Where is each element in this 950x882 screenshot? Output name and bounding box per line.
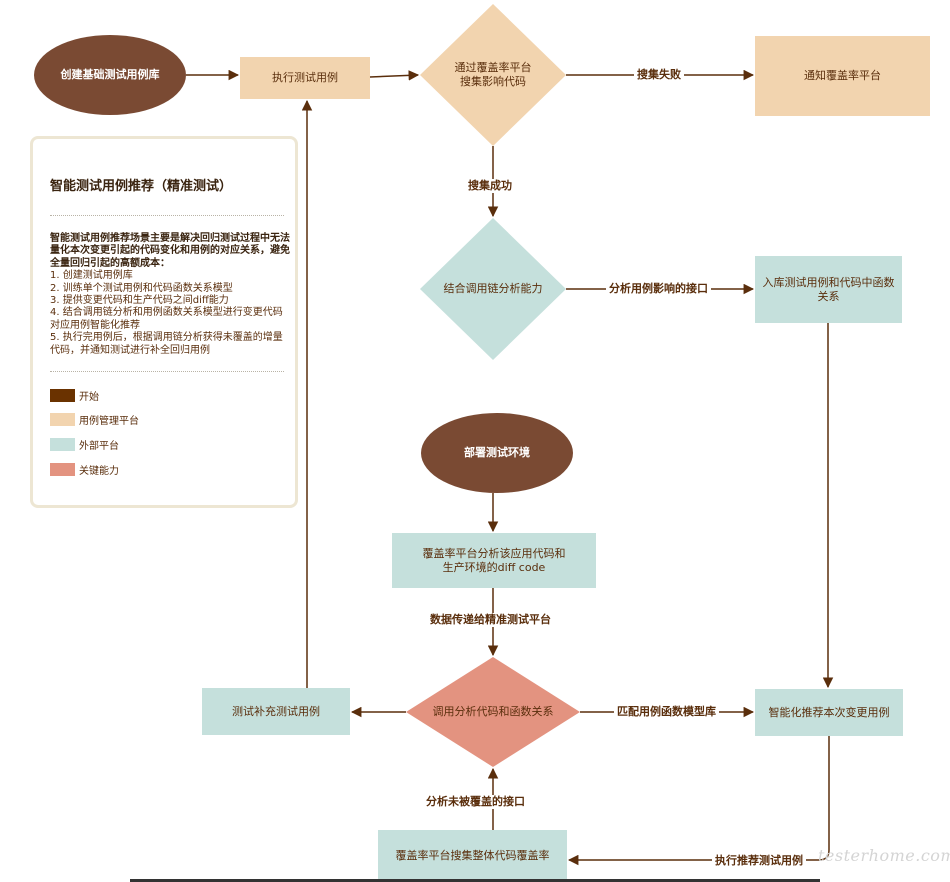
legend-step: 2. 训练单个测试用例和代码函数关系模型 (50, 282, 233, 294)
node-shape-smart-recommend (755, 689, 903, 736)
node-call-chain-analysis: 结合调用链分析能力 (443, 282, 543, 295)
node-shape-create-case-library (34, 35, 186, 115)
edge-execute-to-collect (369, 70, 420, 81)
legend-step: 1. 创建测试用例库 (50, 270, 133, 282)
node-smart-recommend-cases: 智能化推荐本次变更用例 (768, 705, 890, 719)
legend-step: 5. 执行完用例后，根据调用链分析获得未覆盖的增量代码，并通知测试进行补全回归用… (50, 332, 283, 356)
node-shape-analyze-code-function (406, 657, 580, 767)
node-notify-coverage-platform: 通知覆盖率平台 (804, 69, 881, 82)
node-shape-notify-coverage-platform (755, 36, 930, 116)
legend-description-lead: 智能测试用例推荐场景主要是解决回归测试过程中无法量化本次变更引起的代码变化和用例… (50, 233, 290, 269)
node-analyze-code-function: 调用分析代码和函数关系 (432, 705, 554, 718)
legend-label-start: 开始 (79, 391, 99, 403)
edge-label-analyze-uncovered: 分析未被覆盖的接口 (423, 795, 528, 809)
legend-description: 智能测试用例推荐场景主要是解决回归测试过程中无法量化本次变更引起的代码变化和用例… (50, 233, 290, 357)
edge-label-data-to-precise-platform: 数据传递给精准测试平台 (427, 613, 554, 627)
edge-label-collect-failed: 搜集失败 (634, 68, 684, 82)
node-coverage-diff-analysis: 覆盖率平台分析该应用代码和 生产环境的diff code (422, 546, 566, 574)
legend-divider-top (50, 215, 284, 216)
legend-label-external: 外部平台 (79, 440, 119, 452)
legend-step: 4. 结合调用链分析和用例函数关系模型进行变更代码对应用例智能化推荐 (50, 307, 283, 331)
node-collect-overall-coverage: 覆盖率平台搜集整体代码覆盖率 (395, 849, 550, 862)
node-shape-supplement-cases (202, 688, 350, 735)
edge-label-collect-success: 搜集成功 (465, 179, 515, 193)
edge-label-match-function-model: 匹配用例函数模型库 (614, 705, 719, 719)
node-deploy-test-env: 部署测试环境 (464, 446, 530, 459)
node-shape-deploy-test-env (421, 413, 573, 493)
legend-item-start: 开始 (50, 388, 99, 403)
node-shape-call-chain-analysis (420, 218, 566, 360)
legend-item-platform: 用例管理平台 (50, 412, 139, 427)
legend-item-key: 关键能力 (50, 462, 119, 477)
legend-swatch-start (50, 388, 75, 402)
edge-recommend-to-overall (567, 736, 830, 866)
legend-divider-bottom (50, 371, 284, 372)
node-create-case-library: 创建基础测试用例库 (60, 68, 160, 81)
legend-label-platform: 用例管理平台 (79, 415, 139, 427)
watermark: testerhome.com (818, 846, 950, 865)
node-shape-collect-impact-code (420, 4, 566, 146)
bottom-rule (130, 879, 820, 882)
node-collect-impact-code: 通过覆盖率平台 搜集影响代码 (454, 61, 532, 88)
legend-title: 智能测试用例推荐（精准测试） (50, 179, 233, 194)
node-shape-overall-coverage (378, 830, 567, 882)
node-supplement-test-cases: 测试补充测试用例 (232, 704, 320, 718)
legend-swatch-key (50, 462, 75, 476)
legend-item-external: 外部平台 (50, 437, 119, 452)
node-store-case-function-relation: 入库测试用例和代码中函数 关系 (762, 275, 895, 303)
legend-swatch-platform (50, 412, 75, 426)
node-shape-execute-test-cases (240, 57, 370, 99)
edge-label-execute-recommended: 执行推荐测试用例 (712, 854, 806, 868)
edge-label-analyze-affected-interfaces: 分析用例影响的接口 (606, 282, 711, 296)
node-shape-store-relation (755, 256, 902, 323)
legend-label-key: 关键能力 (79, 465, 119, 477)
legend-step: 3. 提供变更代码和生产代码之间diff能力 (50, 295, 229, 307)
node-shape-coverage-diff (392, 533, 596, 588)
node-execute-test-cases: 执行测试用例 (272, 71, 338, 84)
legend-swatch-external (50, 437, 75, 451)
legend-panel: 智能测试用例推荐（精准测试） 智能测试用例推荐场景主要是解决回归测试过程中无法量… (30, 136, 298, 508)
